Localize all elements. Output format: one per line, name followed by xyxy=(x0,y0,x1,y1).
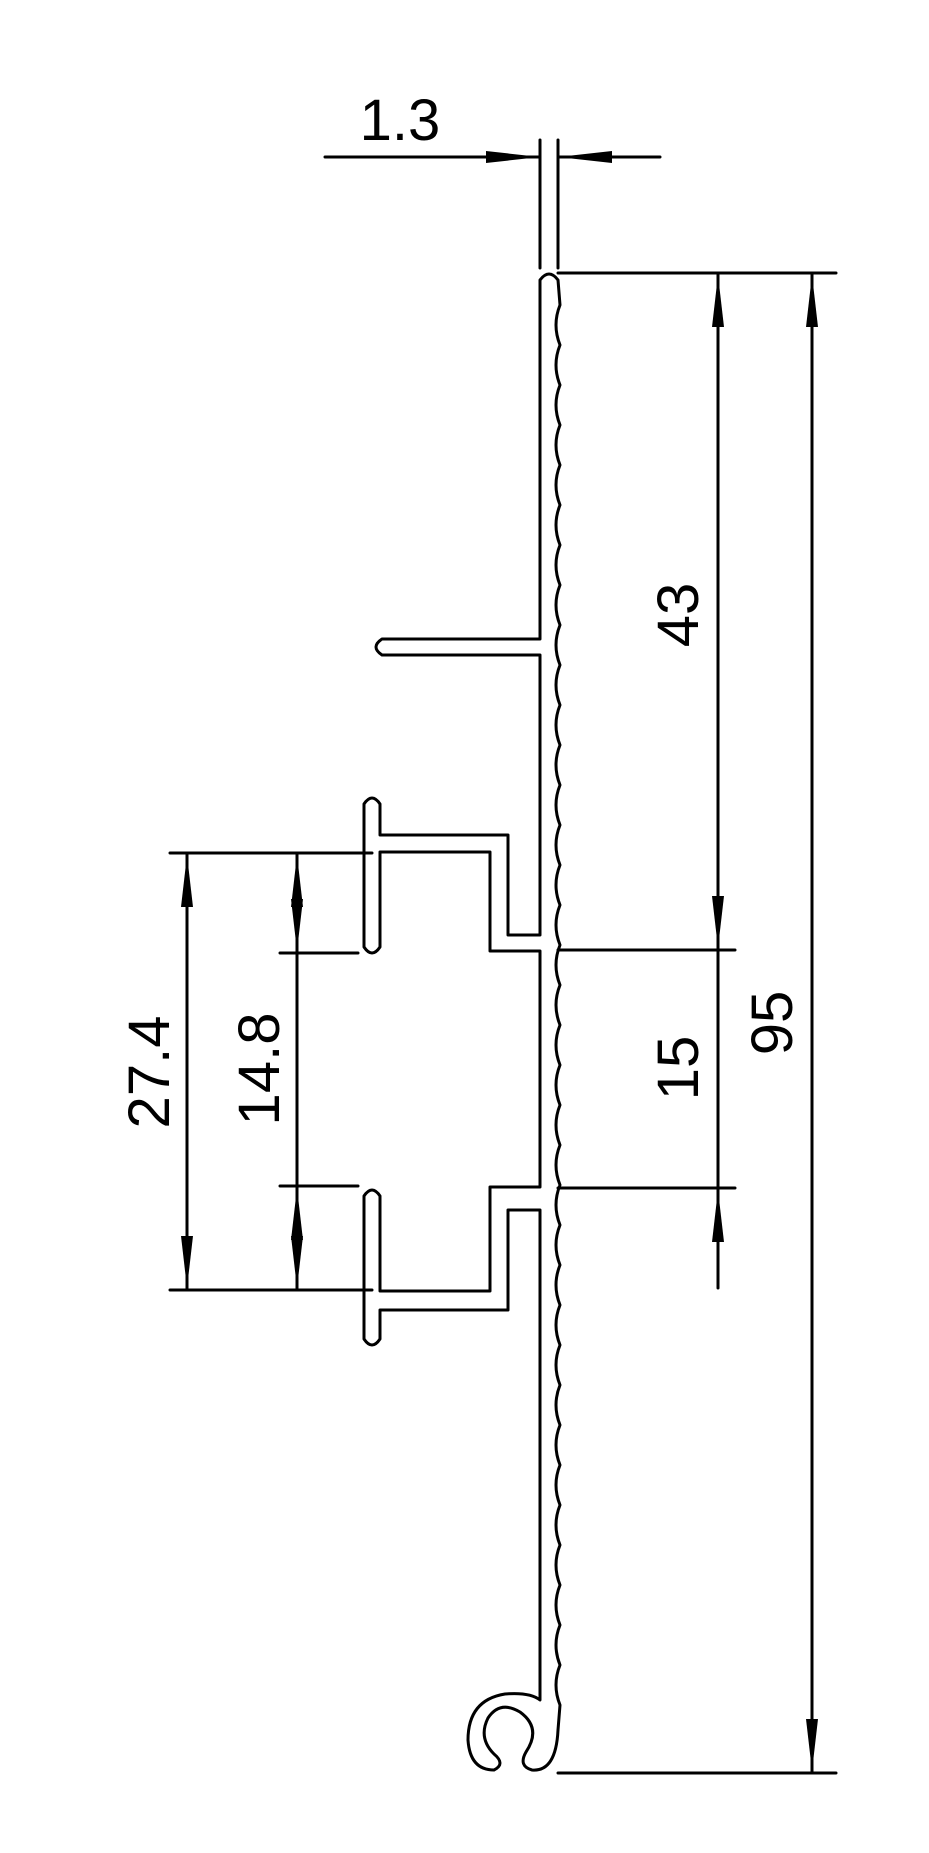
inner-slot-width-label: 14.8 xyxy=(227,1013,292,1126)
top-section-label: 43 xyxy=(646,583,711,648)
overall-height-label: 95 xyxy=(740,991,805,1056)
middle-section-label: 15 xyxy=(646,1036,711,1101)
height-dimensions xyxy=(556,271,838,1775)
outer-slot-width-label: 27.4 xyxy=(117,1016,182,1129)
arrowheads xyxy=(181,151,818,1771)
thickness-label: 1.3 xyxy=(360,88,441,153)
profile-plate-outline xyxy=(362,272,562,1772)
